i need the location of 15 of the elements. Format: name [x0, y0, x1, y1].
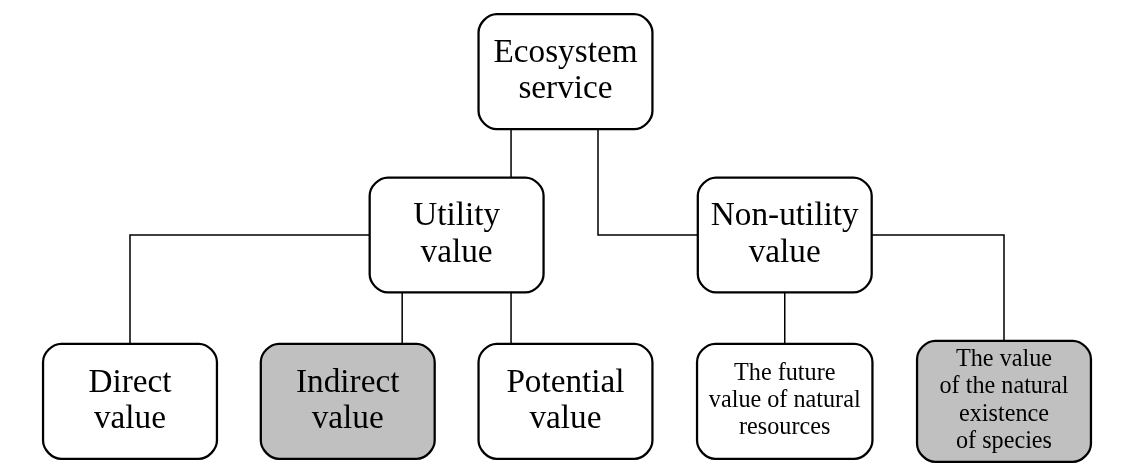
node-box: Utility value [368, 176, 545, 294]
node-box: Non-utility value [696, 176, 873, 294]
connector [870, 234, 1005, 342]
node-box: The value of the natural existence of species [915, 339, 1092, 463]
connector [596, 128, 698, 236]
node-box: Indirect value [259, 342, 436, 460]
node-box: Ecosystem service [476, 13, 654, 131]
connector [509, 128, 512, 179]
node-box: Direct value [41, 342, 218, 460]
connector [783, 291, 785, 345]
connector [400, 291, 403, 345]
connector [509, 291, 512, 345]
node-box: The future value of natural resources [695, 342, 874, 460]
node-box: Potential value [476, 342, 654, 460]
connector [128, 234, 370, 345]
